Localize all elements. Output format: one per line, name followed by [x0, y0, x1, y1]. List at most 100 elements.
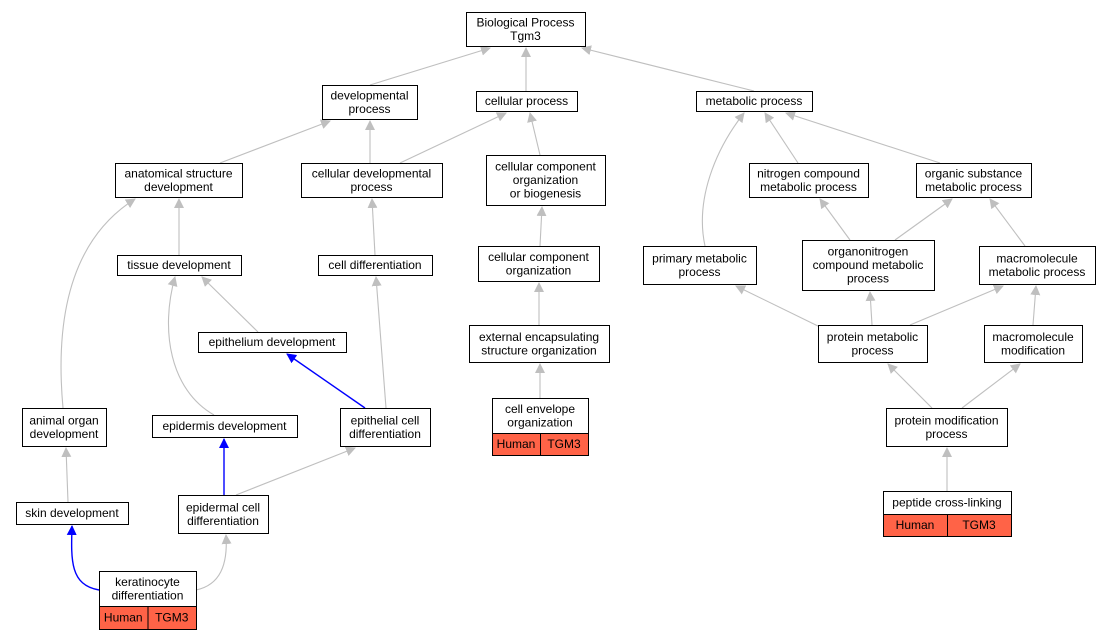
edge-celldev-to-cellproc: [399, 112, 507, 164]
gene-cell: [540, 433, 589, 456]
node-label-line: process: [847, 272, 889, 286]
node-label-line: modification: [1001, 343, 1065, 357]
node-label-line: protein metabolic: [827, 330, 918, 344]
node-label-line: macromolecule: [992, 330, 1074, 344]
node-label-line: metabolic process: [706, 94, 803, 108]
edge-epiddev-to-tissue: [167, 276, 215, 416]
node-cell-proc[interactable]: cellular process: [476, 91, 578, 112]
node-label-line: keratinocyte: [115, 575, 180, 589]
node-box: [802, 240, 935, 291]
node-box: [696, 91, 813, 112]
node-label-line: cellular developmental: [312, 166, 431, 180]
node-box: [916, 163, 1032, 198]
node-box: [643, 246, 757, 285]
edge-celldiff-to-celldev: [367, 198, 378, 256]
node-box: [469, 325, 610, 363]
node-box: [322, 85, 418, 120]
node-label-line: process: [348, 102, 390, 116]
node-box: [22, 408, 107, 447]
node-epid-dev[interactable]: epidermis development: [152, 415, 298, 438]
node-label-line: animal organ: [29, 413, 98, 427]
edge-nitro-to-metab: [764, 112, 799, 164]
node-label-line: cell differentiation: [328, 258, 421, 272]
edge-dev-to-bp: [369, 45, 491, 86]
node-label-line: process: [678, 265, 720, 279]
edge-protmet-to-primary: [735, 285, 823, 329]
edge-cco-to-ccob: [536, 206, 547, 247]
node-tissue[interactable]: tissue development: [117, 255, 242, 276]
edge-orgsub-to-metab: [785, 111, 941, 164]
node-label-line: organonitrogen: [828, 245, 909, 259]
edge-protmod-to-macromod: [961, 363, 1021, 409]
node-box: [318, 255, 433, 276]
node-label-line: external encapsulating: [479, 330, 599, 344]
edge-orgnitro-to-orgsub: [894, 198, 953, 241]
node-box: [301, 163, 443, 198]
node-epith-dev[interactable]: epithelium development: [198, 332, 347, 353]
edge-macromod-to-macromet: [1030, 285, 1041, 326]
node-label-line: epithelium development: [209, 335, 336, 349]
node-box: [466, 12, 586, 47]
node-label-line: epidermal cell: [186, 500, 260, 514]
node-box: [984, 325, 1083, 363]
node-label-line: epithelial cell: [351, 413, 420, 427]
edge-anat-to-dev: [219, 119, 331, 164]
node-box: [16, 502, 129, 525]
node-box: [749, 163, 869, 198]
node-label-line: epidermis development: [162, 419, 287, 433]
node-box: [492, 398, 589, 434]
edge-animalorgan-to-anat: [60, 198, 136, 409]
edge-protmet-to-orgnitro: [865, 291, 876, 326]
node-label-line: process: [925, 427, 967, 441]
edge-primary-to-metab: [701, 112, 745, 247]
node-box: [198, 332, 347, 353]
node-label-line: metabolic process: [989, 265, 1086, 279]
node-cell-diff[interactable]: cell differentiation: [318, 255, 433, 276]
node-label-line: peptide cross-linking: [892, 496, 1001, 510]
node-box: [340, 408, 431, 447]
node-label-line: developmental: [330, 88, 408, 102]
node-label-line: nitrogen compound: [757, 166, 860, 180]
node-label-line: differentiation: [349, 427, 421, 441]
species-label: Human: [896, 518, 935, 532]
node-label-line: development: [144, 180, 213, 194]
nodes-layer: Biological ProcessTgm3developmentalproce…: [16, 12, 1096, 630]
node-label-line: compound metabolic: [813, 258, 924, 272]
edge-epithdev-to-tissue: [201, 276, 259, 333]
node-label-line: process: [851, 343, 893, 357]
node-label-line: cellular component: [488, 250, 589, 264]
node-box: [99, 571, 197, 607]
node-label-line: cellular process: [485, 94, 568, 108]
node-metab[interactable]: metabolic process: [696, 91, 813, 112]
node-label-line: organization: [507, 415, 572, 429]
node-box: [117, 255, 242, 276]
node-skin[interactable]: skin development: [16, 502, 129, 525]
edge-protmod-to-protmet: [887, 363, 933, 409]
node-label-line: anatomical structure: [124, 166, 232, 180]
node-box: [979, 246, 1096, 285]
